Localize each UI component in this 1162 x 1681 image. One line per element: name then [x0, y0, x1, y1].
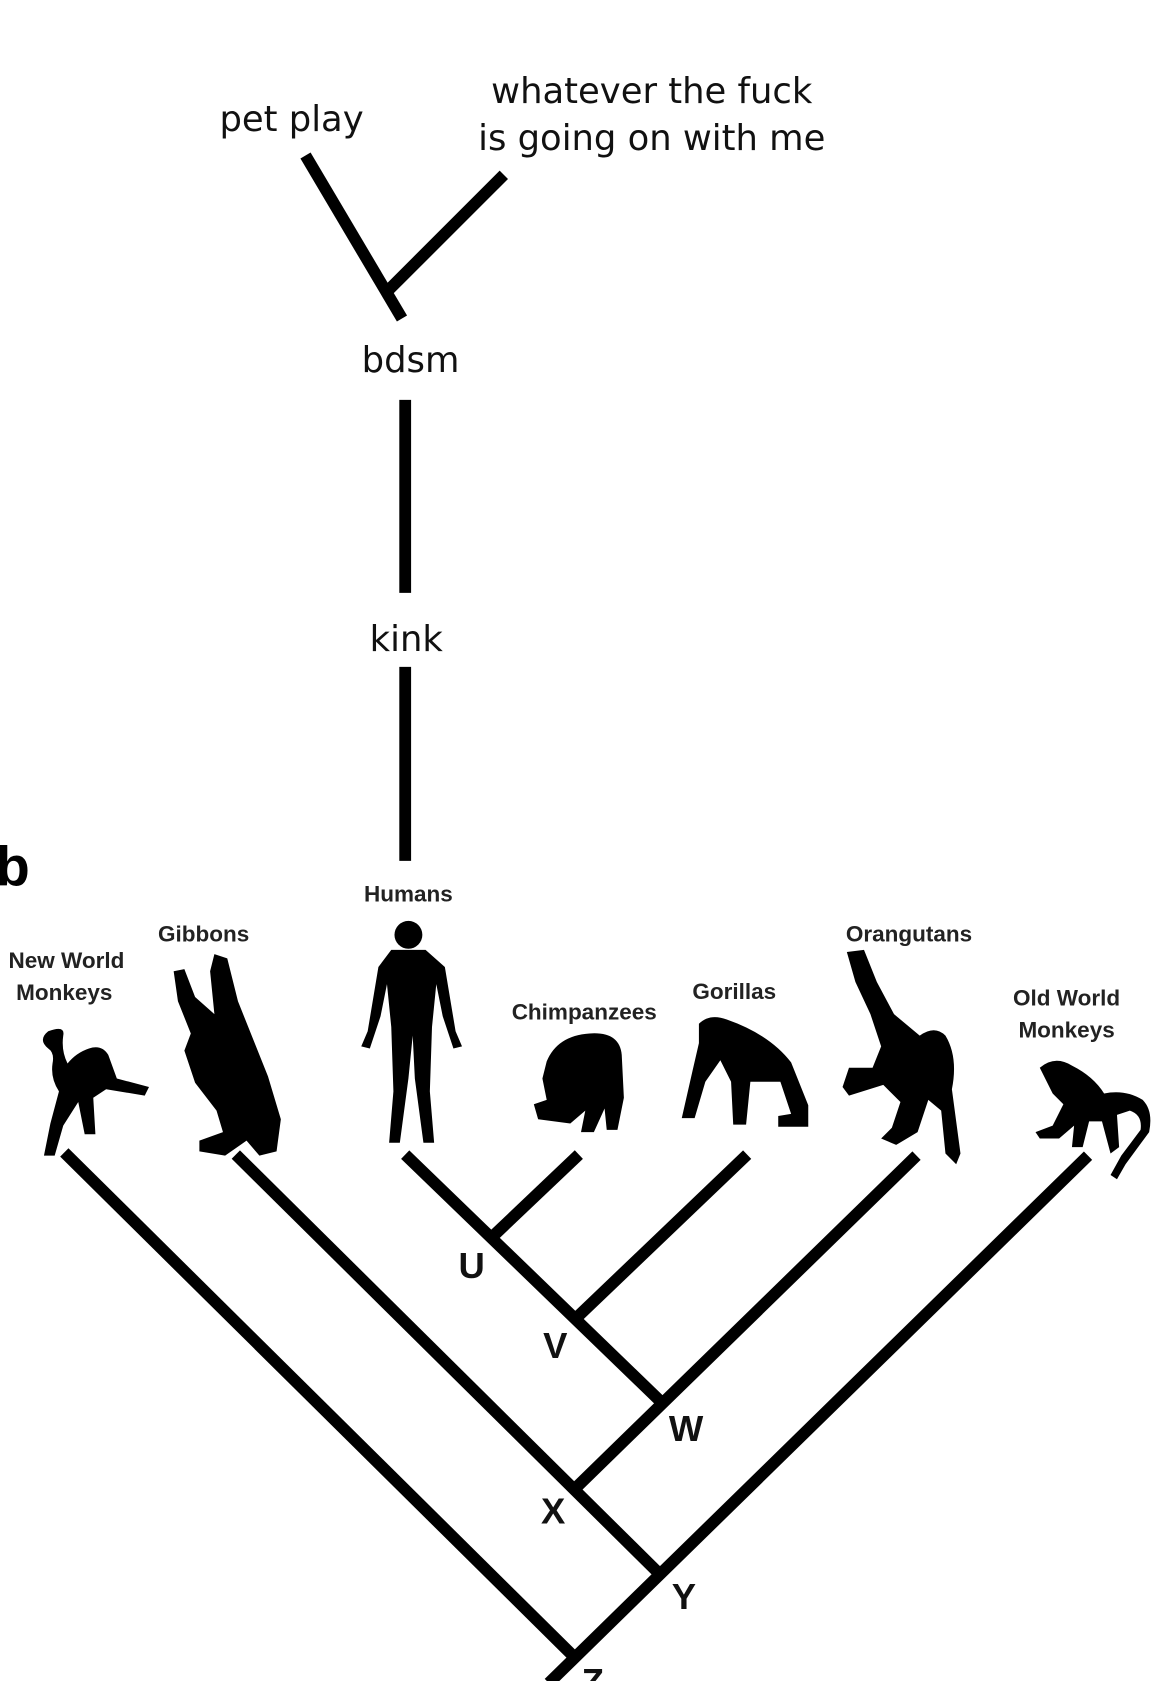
label-whatever-line1: whatever the fuck	[491, 71, 813, 112]
label-pet-play: pet play	[219, 99, 363, 140]
node-y: Y	[672, 1576, 696, 1617]
label-new-world-1: New World	[9, 948, 125, 973]
branch-old-world-monkeys	[544, 1151, 1093, 1681]
old-world-monkey-silhouette	[1035, 1060, 1151, 1180]
branch-gorillas	[570, 1150, 752, 1324]
branch-orangutans	[569, 1151, 921, 1495]
label-kink: kink	[370, 619, 444, 660]
label-gibbons: Gibbons	[158, 921, 249, 946]
label-old-world-1: Old World	[1013, 986, 1120, 1011]
node-z: Z	[582, 1661, 604, 1681]
label-chimpanzees: Chimpanzees	[512, 1000, 657, 1025]
label-humans: Humans	[364, 882, 453, 907]
orangutan-silhouette	[842, 949, 961, 1165]
label-orangutans: Orangutans	[846, 921, 972, 946]
new-world-monkey-silhouette	[42, 1028, 150, 1156]
node-u: U	[458, 1245, 484, 1286]
label-gorillas: Gorillas	[692, 979, 776, 1004]
label-old-world-2: Monkeys	[1018, 1018, 1114, 1043]
node-w: W	[669, 1408, 704, 1449]
label-bdsm: bdsm	[362, 340, 460, 381]
branch-humans	[401, 1150, 666, 1407]
label-whatever-line2: is going on with me	[478, 118, 825, 159]
node-x: X	[541, 1490, 565, 1531]
branch-gibbons	[231, 1150, 664, 1578]
branch-whatever	[384, 170, 508, 294]
gorilla-silhouette	[681, 1017, 809, 1127]
gibbon-silhouette	[173, 954, 281, 1156]
label-new-world-2: Monkeys	[16, 980, 112, 1005]
human-silhouette	[361, 920, 463, 1143]
branch-chimpanzees	[489, 1150, 583, 1241]
branch-new-world-monkeys	[60, 1148, 584, 1666]
panel-label: b	[0, 836, 30, 898]
branch-pet-play	[300, 152, 408, 322]
chimpanzee-silhouette	[533, 1033, 624, 1133]
node-v: V	[543, 1325, 568, 1366]
